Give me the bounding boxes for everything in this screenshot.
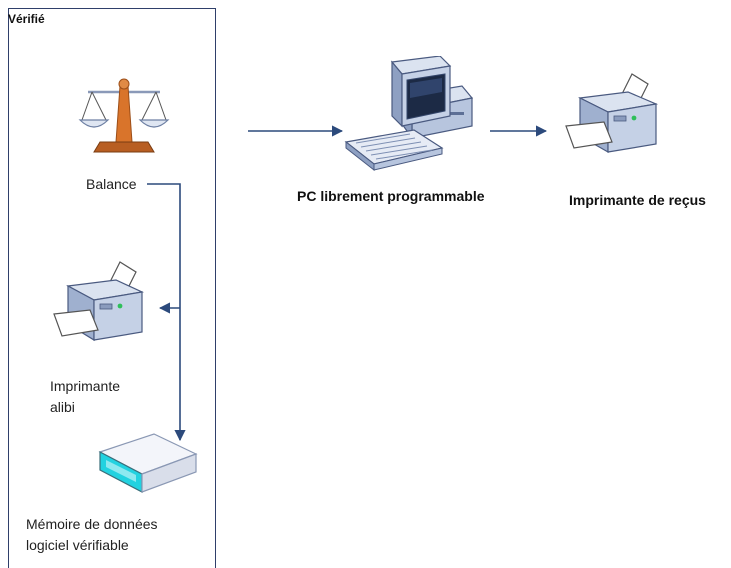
receipt-printer-icon [565,73,659,154]
pc-computer-icon [344,56,474,172]
alibi-printer-label: Imprimante alibi [50,376,120,418]
alibi-printer-icon [53,261,145,342]
pc-label: PC librement programmable [297,188,485,204]
balance-scale-icon [78,78,170,153]
balance-to-storage-connector [147,183,186,442]
storage-label-line1: Mémoire de données [26,516,158,532]
verified-zone [8,8,216,568]
alibi-printer-label-line2: alibi [50,399,75,415]
balance-label: Balance [86,176,137,192]
storage-label: Mémoire de données logiciel vérifiable [26,514,158,556]
alibi-printer-label-line1: Imprimante [50,378,121,394]
storage-label-line2: logiciel vérifiable [26,537,129,553]
receipt-printer-label: Imprimante de reçus [569,192,706,208]
data-storage-icon [98,433,198,493]
verified-zone-title: Vérifié [8,12,45,26]
